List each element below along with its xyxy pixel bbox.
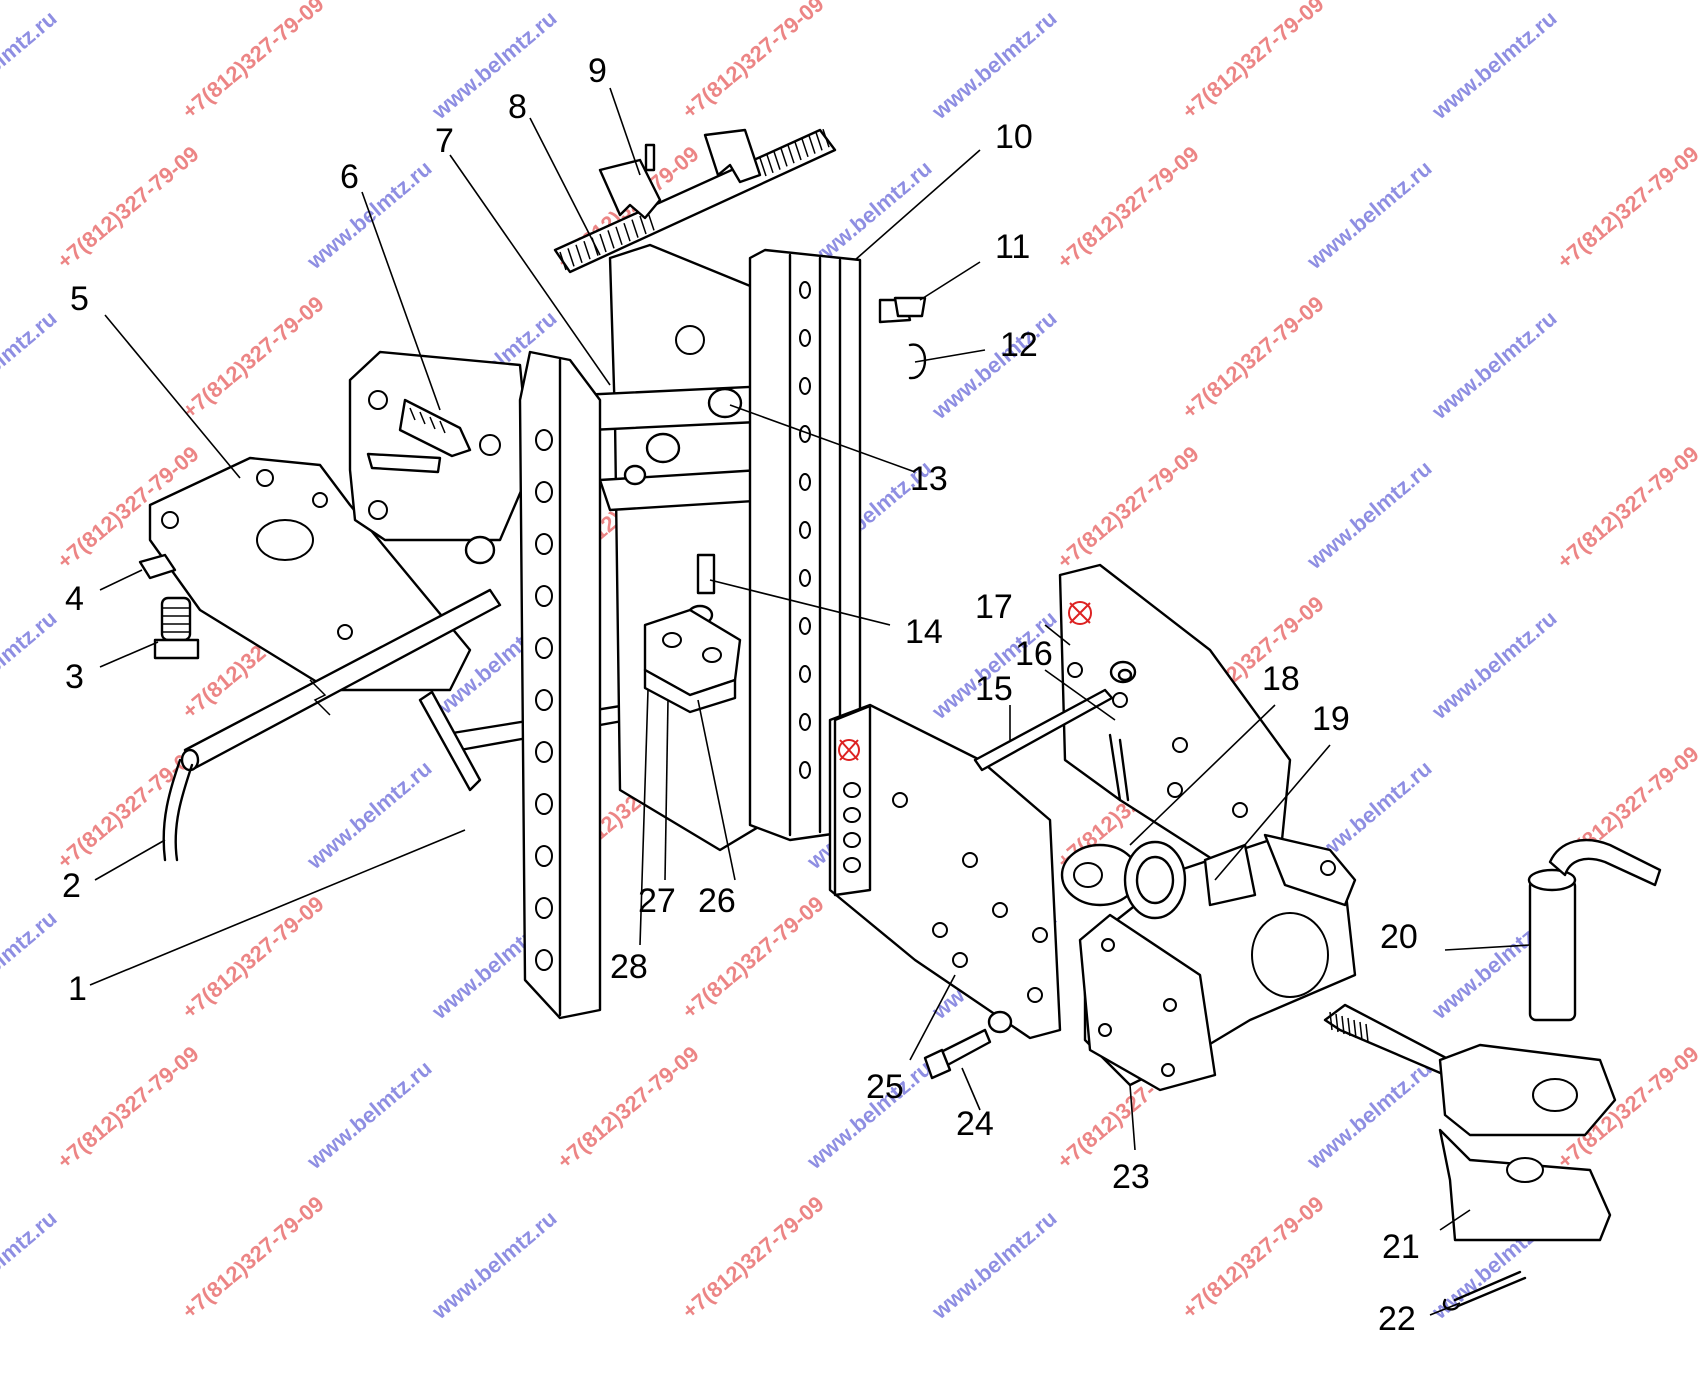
watermark-site: www.belmtz.ru [1426, 605, 1561, 724]
watermark-site: www.belmtz.ru [426, 5, 561, 124]
watermark-site: www.belmtz.ru [0, 905, 62, 1024]
watermark-site: www.belmtz.ru [301, 1055, 436, 1174]
callout-25: 25 [866, 1068, 904, 1106]
watermark-phone: +7(812)327-79-09 [677, 0, 828, 124]
watermark-site: www.belmtz.ru [1426, 305, 1561, 424]
watermark-phone: +7(812)327-79-09 [677, 1191, 828, 1324]
watermark-site: www.belmtz.ru [926, 305, 1061, 424]
base-plate [138, 456, 472, 692]
callout-6: 6 [340, 158, 359, 196]
callout-16: 16 [1015, 635, 1053, 673]
callout-13: 13 [910, 460, 948, 498]
bolt-3 [153, 596, 200, 660]
watermark-phone: +7(812)327-79-09 [177, 891, 328, 1024]
callout-8: 8 [508, 88, 527, 126]
watermark-phone: +7(812)327-79-09 [1177, 291, 1328, 424]
watermark-phone: +7(812)327-79-09 [1052, 141, 1203, 274]
callout-22: 22 [1378, 1300, 1416, 1338]
watermark-phone: +7(812)327-79-09 [177, 291, 328, 424]
callout-21: 21 [1382, 1228, 1420, 1266]
spring-clip [1442, 1270, 1527, 1311]
right-rail [748, 248, 862, 842]
watermark-site: www.belmtz.ru [1426, 5, 1561, 124]
pin-rod [973, 660, 1137, 802]
callout-2: 2 [62, 867, 81, 905]
watermark-phone: +7(812)327-79-09 [1052, 441, 1203, 574]
fasteners-center [464, 296, 927, 626]
watermark-phone: +7(812)327-79-09 [52, 141, 203, 274]
callout-27: 27 [638, 882, 676, 920]
callout-28: 28 [610, 948, 648, 986]
rod-2 [162, 588, 502, 862]
watermark-phone: +7(812)327-79-09 [1177, 0, 1328, 124]
watermark-phone: +7(812)327-79-09 [1177, 1191, 1328, 1324]
watermark-site: www.belmtz.ru [1301, 1055, 1436, 1174]
hitch-plate-left [828, 703, 1062, 1040]
callout-5: 5 [70, 280, 89, 318]
bolt-24 [923, 1010, 1013, 1080]
watermark-phone: +7(812)327-79-09 [177, 0, 328, 124]
callout-9: 9 [588, 52, 607, 90]
callout-18: 18 [1262, 660, 1300, 698]
watermark-phone: +7(812)327-79-09 [177, 1191, 328, 1324]
callout-26: 26 [698, 882, 736, 920]
hitch-clevis [1323, 1003, 1617, 1242]
callout-3: 3 [65, 658, 84, 696]
callout-labels: 1 2 3 4 5 6 7 8 9 10 11 12 13 14 15 16 1… [62, 52, 1420, 1338]
rollers [1060, 840, 1257, 920]
callout-14: 14 [905, 613, 943, 651]
side-bracket [348, 350, 532, 563]
callout-23: 23 [1112, 1158, 1150, 1196]
watermark-phone: +7(812)327-79-09 [552, 1041, 703, 1174]
callout-10: 10 [995, 118, 1033, 156]
watermark-site: www.belmtz.ru [0, 1205, 62, 1324]
callout-7: 7 [435, 122, 454, 160]
hitch-plate-right [1058, 563, 1292, 882]
watermark-site: www.belmtz.ru [426, 1205, 561, 1324]
watermark-phone: +7(812)327-79-09 [1552, 441, 1700, 574]
callout-20: 20 [1380, 918, 1418, 956]
callout-24: 24 [956, 1105, 994, 1143]
watermark-site: www.belmtz.ru [301, 755, 436, 874]
callout-19: 19 [1312, 700, 1350, 738]
callout-4: 4 [65, 580, 84, 618]
watermark-site: www.belmtz.ru [0, 5, 62, 124]
callout-15: 15 [975, 670, 1013, 708]
callout-17: 17 [975, 588, 1013, 626]
watermark-phone: +7(812)327-79-09 [1552, 141, 1700, 274]
watermark-site: www.belmtz.ru [0, 605, 62, 724]
leader-lines [89, 87, 1531, 1316]
left-rail [518, 350, 602, 1020]
hitch-pin [1527, 838, 1662, 1022]
watermark-site: www.belmtz.ru [1301, 155, 1436, 274]
watermark-site: www.belmtz.ru [926, 1205, 1061, 1324]
watermark-site: www.belmtz.ru [926, 5, 1061, 124]
callout-12: 12 [1000, 326, 1038, 364]
callout-11: 11 [995, 228, 1030, 266]
watermark-site: www.belmtz.ru [1301, 455, 1436, 574]
watermark-phone: +7(812)327-79-09 [52, 1041, 203, 1174]
watermark-site: www.belmtz.ru [0, 305, 62, 424]
watermark-site: www.belmtz.ru [301, 155, 436, 274]
callout-1: 1 [68, 970, 87, 1008]
slider-block [643, 608, 742, 714]
